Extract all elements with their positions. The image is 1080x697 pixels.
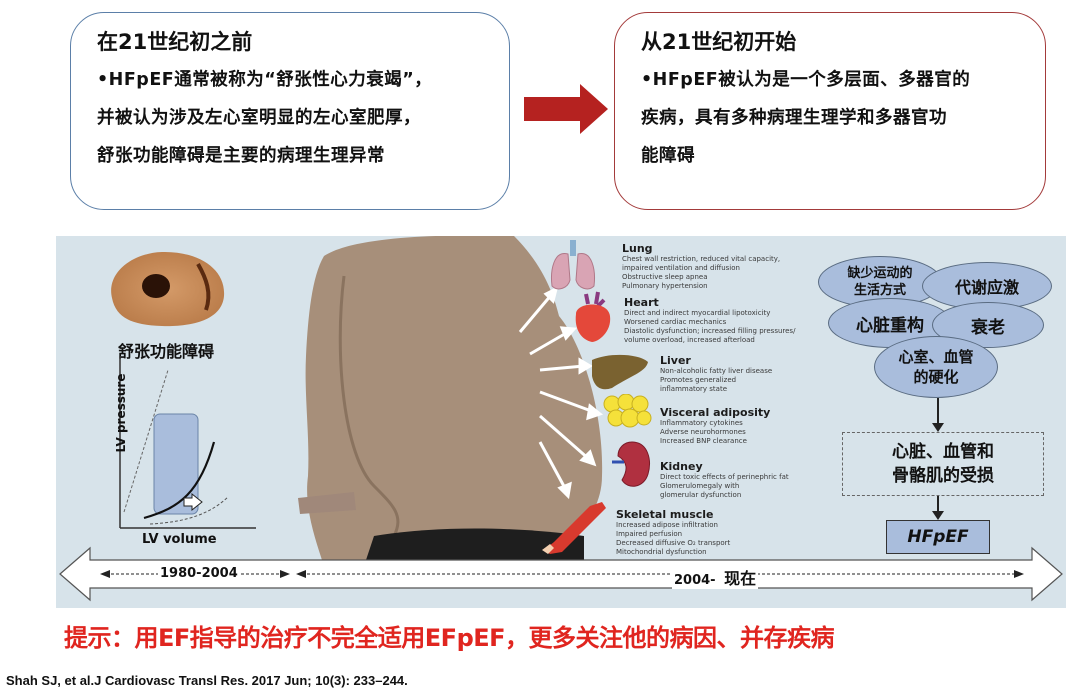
lung-icon <box>551 240 595 290</box>
lv-pressure-axis-label: LV pressure <box>114 373 128 453</box>
organ-damage-box: 心脏、血管和 骨骼肌的受损 <box>842 432 1044 496</box>
right-arrow-icon <box>524 84 608 134</box>
pressure-volume-loop-chart <box>119 356 256 529</box>
timeline-period-1980-2004: 1980-2004 <box>158 566 240 581</box>
liver-icon <box>592 354 648 390</box>
kidney-icon <box>612 441 650 487</box>
factor-cardiac-remodeling: 心脏重构 <box>828 298 952 348</box>
diastolic-dysfunction-label: 舒张功能障碍 <box>118 342 215 361</box>
box-line: 并被认为涉及左心室明显的左心室肥厚， <box>97 108 421 128</box>
organ-kidney: Kidney Direct toxic effects of perinephr… <box>660 460 789 499</box>
heart-cross-section-image <box>111 251 225 327</box>
before-21st-century-box: 在21世纪初之前 •HFpEF通常被称为“舒张性心力衰竭”， 并被认为涉及左心室… <box>70 12 510 210</box>
obese-patient-image <box>298 236 604 566</box>
box-line: 舒张功能障碍是主要的病理生理异常 <box>97 146 385 166</box>
flow-arrow-down-icon <box>932 496 944 520</box>
muscle-icon <box>542 502 606 554</box>
organ-heart: Heart Direct and indirect myocardial lip… <box>624 296 796 344</box>
flow-arrow-down-icon <box>932 398 944 432</box>
box-title: 从21世纪初开始 <box>641 30 797 54</box>
timeline-arrow <box>59 546 1063 602</box>
organ-lung: Lung Chest wall restriction, reduced vit… <box>622 242 781 290</box>
adipose-icon <box>603 394 652 428</box>
box-line: •HFpEF通常被称为“舒张性心力衰竭”， <box>97 70 433 90</box>
hfpef-result-box: HFpEF <box>886 520 990 554</box>
organ-visceral-adiposity: Visceral adiposity Inflammatory cytokine… <box>660 406 771 445</box>
citation: Shah SJ, et al.J Cardiovasc Transl Res. … <box>6 673 408 688</box>
since-21st-century-box: 从21世纪初开始 •HFpEF被认为是一个多层面、多器官的 疾病，具有多种病理生… <box>614 12 1046 210</box>
heart-icon <box>575 291 611 342</box>
factor-ventricular-vascular-stiffness: 心室、血管 的硬化 <box>874 336 998 398</box>
treatment-hint: 提示：用EF指导的治疗不完全适用EFpEF，更多关注他的病因、并存疾病 <box>64 624 835 652</box>
box-line: 能障碍 <box>641 146 695 166</box>
hfpef-figure-panel: 舒张功能障碍 LV pressure LV volume <box>56 236 1066 608</box>
organ-skeletal-muscle: Skeletal muscle Increased adipose infilt… <box>616 508 731 556</box>
lv-volume-axis-label: LV volume <box>142 532 217 547</box>
box-line: •HFpEF被认为是一个多层面、多器官的 <box>641 70 971 90</box>
box-title: 在21世纪初之前 <box>97 30 253 54</box>
box-line: 疾病，具有多种病理生理学和多器官功 <box>641 108 947 128</box>
timeline-period-2004-now: 2004- 现在 <box>672 565 759 589</box>
organ-liver: Liver Non-alcoholic fatty liver disease … <box>660 354 773 393</box>
